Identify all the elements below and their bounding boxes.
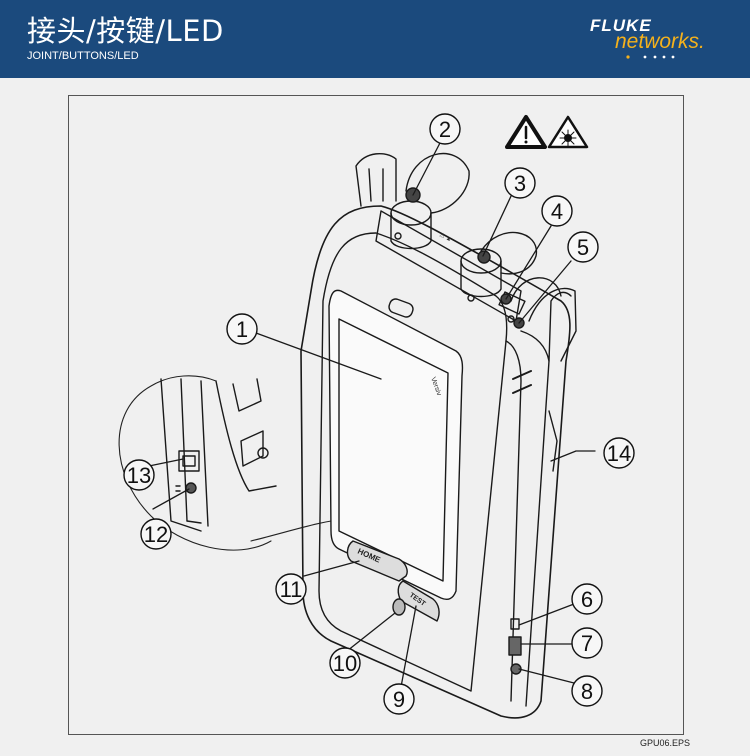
callout-number: 14 <box>607 441 631 466</box>
laser-radiation-icon <box>547 115 589 149</box>
callout-number: 4 <box>551 199 563 224</box>
callout-number: 7 <box>581 631 593 656</box>
callout-number: 10 <box>333 651 357 676</box>
callout-number: 9 <box>393 687 405 712</box>
callout-14: 14 <box>603 437 635 469</box>
callout-11: 11 <box>275 573 307 605</box>
callout-circle <box>571 675 603 707</box>
callout-3: 3 <box>504 167 536 199</box>
page-title: 接头/按键/LED <box>27 14 224 48</box>
home-button-drawing: HOME <box>346 540 408 582</box>
callout-circle <box>140 518 172 550</box>
callout-circle <box>541 195 573 227</box>
callout-number: 5 <box>577 235 589 260</box>
callout-2: 2 <box>429 113 461 145</box>
device-body: ⚠ ▲ Versiv HOME TEST <box>300 152 577 719</box>
callout-6: 6 <box>571 583 603 615</box>
callout-circle <box>603 437 635 469</box>
callout-4: 4 <box>541 195 573 227</box>
callout-10: 10 <box>329 647 361 679</box>
callout-13: 13 <box>123 459 155 491</box>
callout-circle <box>123 459 155 491</box>
callout-8: 8 <box>571 675 603 707</box>
callout-5: 5 <box>567 231 599 263</box>
callout-number: 6 <box>581 587 593 612</box>
callout-circle <box>504 167 536 199</box>
warning-triangle-icon <box>505 115 547 149</box>
figure-caption: GPU06.EPS <box>640 738 691 748</box>
callout-number: 11 <box>280 577 303 602</box>
callout-circle <box>329 647 361 679</box>
device-diagram: ⚠ ▲ Versiv HOME TEST <box>68 95 684 735</box>
callout-number: 2 <box>439 117 451 142</box>
test-button-drawing: TEST <box>397 580 440 622</box>
inset-detail <box>118 375 402 551</box>
fluke-networks-logo: FLUKE networks. <box>580 14 745 64</box>
callout-circle <box>567 231 599 263</box>
callout-number: 13 <box>127 463 151 488</box>
svg-text:⚠ ▲: ⚠ ▲ <box>438 231 453 243</box>
leader-lines <box>148 140 596 688</box>
callout-number: 3 <box>514 171 526 196</box>
callout-circle <box>275 573 307 605</box>
callout-7: 7 <box>571 627 603 659</box>
power-button-drawing <box>392 598 406 616</box>
callout-circle <box>429 113 461 145</box>
callout-1: 1 <box>226 313 258 345</box>
logo-networks-text: networks. <box>615 30 705 53</box>
logo-dots-icon <box>626 55 675 59</box>
callout-circle <box>383 683 415 715</box>
callout-circle <box>571 627 603 659</box>
page-header: 接头/按键/LED JOINT/BUTTONS/LED FLUKE networ… <box>0 0 750 78</box>
callout-number: 12 <box>144 522 168 547</box>
logo-fluke-text: FLUKE <box>590 16 652 35</box>
device-illustration: ⚠ ▲ Versiv HOME TEST <box>118 115 596 719</box>
callout-circle <box>571 583 603 615</box>
callout-number: 1 <box>236 317 248 342</box>
callout-9: 9 <box>383 683 415 715</box>
callout-12: 12 <box>140 518 172 550</box>
page-subtitle: JOINT/BUTTONS/LED <box>27 50 139 62</box>
callout-circle <box>226 313 258 345</box>
callout-number: 8 <box>581 679 593 704</box>
